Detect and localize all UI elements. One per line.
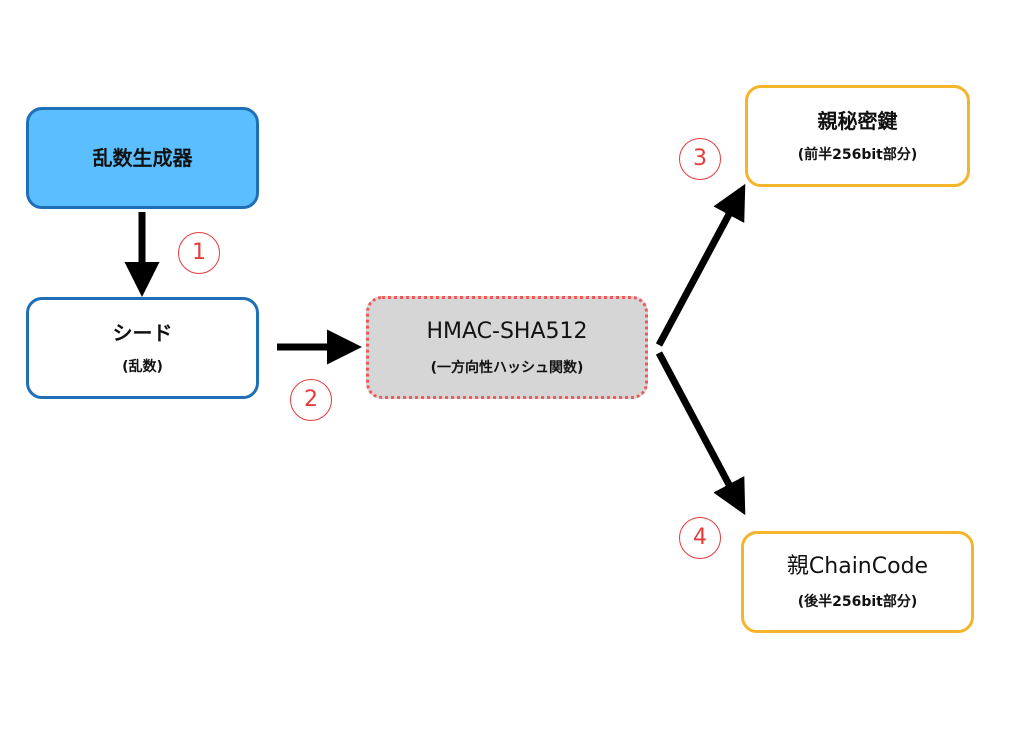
chain-code-title: 親ChainCode <box>786 553 929 579</box>
chain-code-subtitle: (後半256bit部分) <box>797 594 918 611</box>
parent-private-key-box: 親秘密鍵 (前半256bit部分) <box>745 85 970 187</box>
step-1-badge: 1 <box>178 232 220 274</box>
hmac-title: HMAC-SHA512 <box>426 319 588 345</box>
random-number-generator-box: 乱数生成器 <box>26 107 259 209</box>
arrow-hmac-to-chain-code <box>655 351 746 516</box>
private-key-title: 親秘密鍵 <box>817 109 898 133</box>
rng-title: 乱数生成器 <box>92 146 193 170</box>
step-2-badge: 2 <box>290 379 332 421</box>
parent-chain-code-box: 親ChainCode (後半256bit部分) <box>741 531 974 633</box>
step-4-badge: 4 <box>679 517 721 559</box>
step-3-badge: 3 <box>679 138 721 180</box>
seed-subtitle: (乱数) <box>122 359 163 375</box>
hmac-subtitle: (一方向性ハッシュ関数) <box>430 359 584 376</box>
arrow-hmac-to-private-key <box>655 183 746 347</box>
hmac-sha512-box: HMAC-SHA512 (一方向性ハッシュ関数) <box>366 296 648 399</box>
seed-box: シード (乱数) <box>26 297 259 399</box>
private-key-subtitle: (前半256bit部分) <box>797 147 918 163</box>
seed-title: シード <box>112 321 173 345</box>
